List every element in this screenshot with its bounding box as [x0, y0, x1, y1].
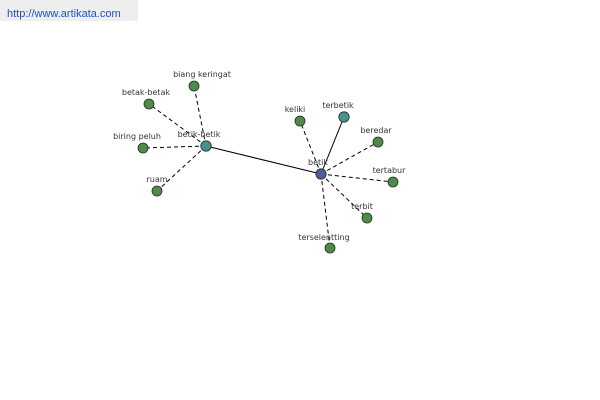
edge-betik-to-beredar: [320, 141, 379, 175]
node-label-terselentting[interactable]: terselentting: [298, 233, 349, 242]
nodes-layer: [137, 80, 399, 254]
node-biang-keringat[interactable]: [188, 80, 200, 92]
node-betik-betik[interactable]: [200, 140, 212, 152]
source-banner: http://www.artikata.com: [0, 0, 138, 21]
node-betak-betak[interactable]: [143, 98, 155, 110]
node-label-biang-keringat[interactable]: biang keringat: [173, 70, 231, 79]
node-terbit[interactable]: [361, 212, 373, 224]
node-keliki[interactable]: [294, 115, 306, 127]
node-label-betik[interactable]: betik: [308, 158, 328, 167]
node-label-keliki[interactable]: keliki: [285, 105, 306, 114]
edge-betik-betik-to-ruam: [156, 145, 207, 192]
source-link[interactable]: http://www.artikata.com: [7, 8, 121, 20]
node-biring-peluh[interactable]: [137, 142, 149, 154]
edge-betik-to-terselentting: [320, 173, 331, 249]
edge-betik-to-tertabur: [320, 173, 394, 183]
node-label-terbit[interactable]: terbit: [351, 202, 373, 211]
node-ruam[interactable]: [151, 185, 163, 197]
node-label-beredar[interactable]: beredar: [360, 126, 392, 135]
node-label-betik-betik[interactable]: betik-betik: [178, 130, 221, 139]
edge-betik-to-terbit: [320, 173, 368, 219]
node-label-tertabur[interactable]: tertabur: [373, 166, 407, 175]
node-label-terbetik[interactable]: terbetik: [322, 101, 354, 110]
node-tertabur[interactable]: [387, 176, 399, 188]
node-label-biring-peluh[interactable]: biring peluh: [113, 132, 161, 141]
node-beredar[interactable]: [372, 136, 384, 148]
node-label-betak-betak[interactable]: betak-betak: [122, 88, 171, 97]
edges-layer: [142, 85, 394, 249]
edge-betik-to-keliki: [299, 120, 322, 175]
node-terbetik[interactable]: [338, 111, 350, 123]
node-betik[interactable]: [315, 168, 327, 180]
node-terselentting[interactable]: [324, 242, 336, 254]
edge-betik-betik-to-betak-betak: [148, 103, 207, 147]
edge-betik-betik-to-biang-keringat: [193, 85, 207, 147]
edge-betik-to-terbetik: [320, 116, 345, 175]
node-label-ruam[interactable]: ruam: [146, 175, 167, 184]
edge-betik-to-betik-betik: [205, 145, 322, 175]
edge-betik-betik-to-biring-peluh: [142, 145, 207, 149]
